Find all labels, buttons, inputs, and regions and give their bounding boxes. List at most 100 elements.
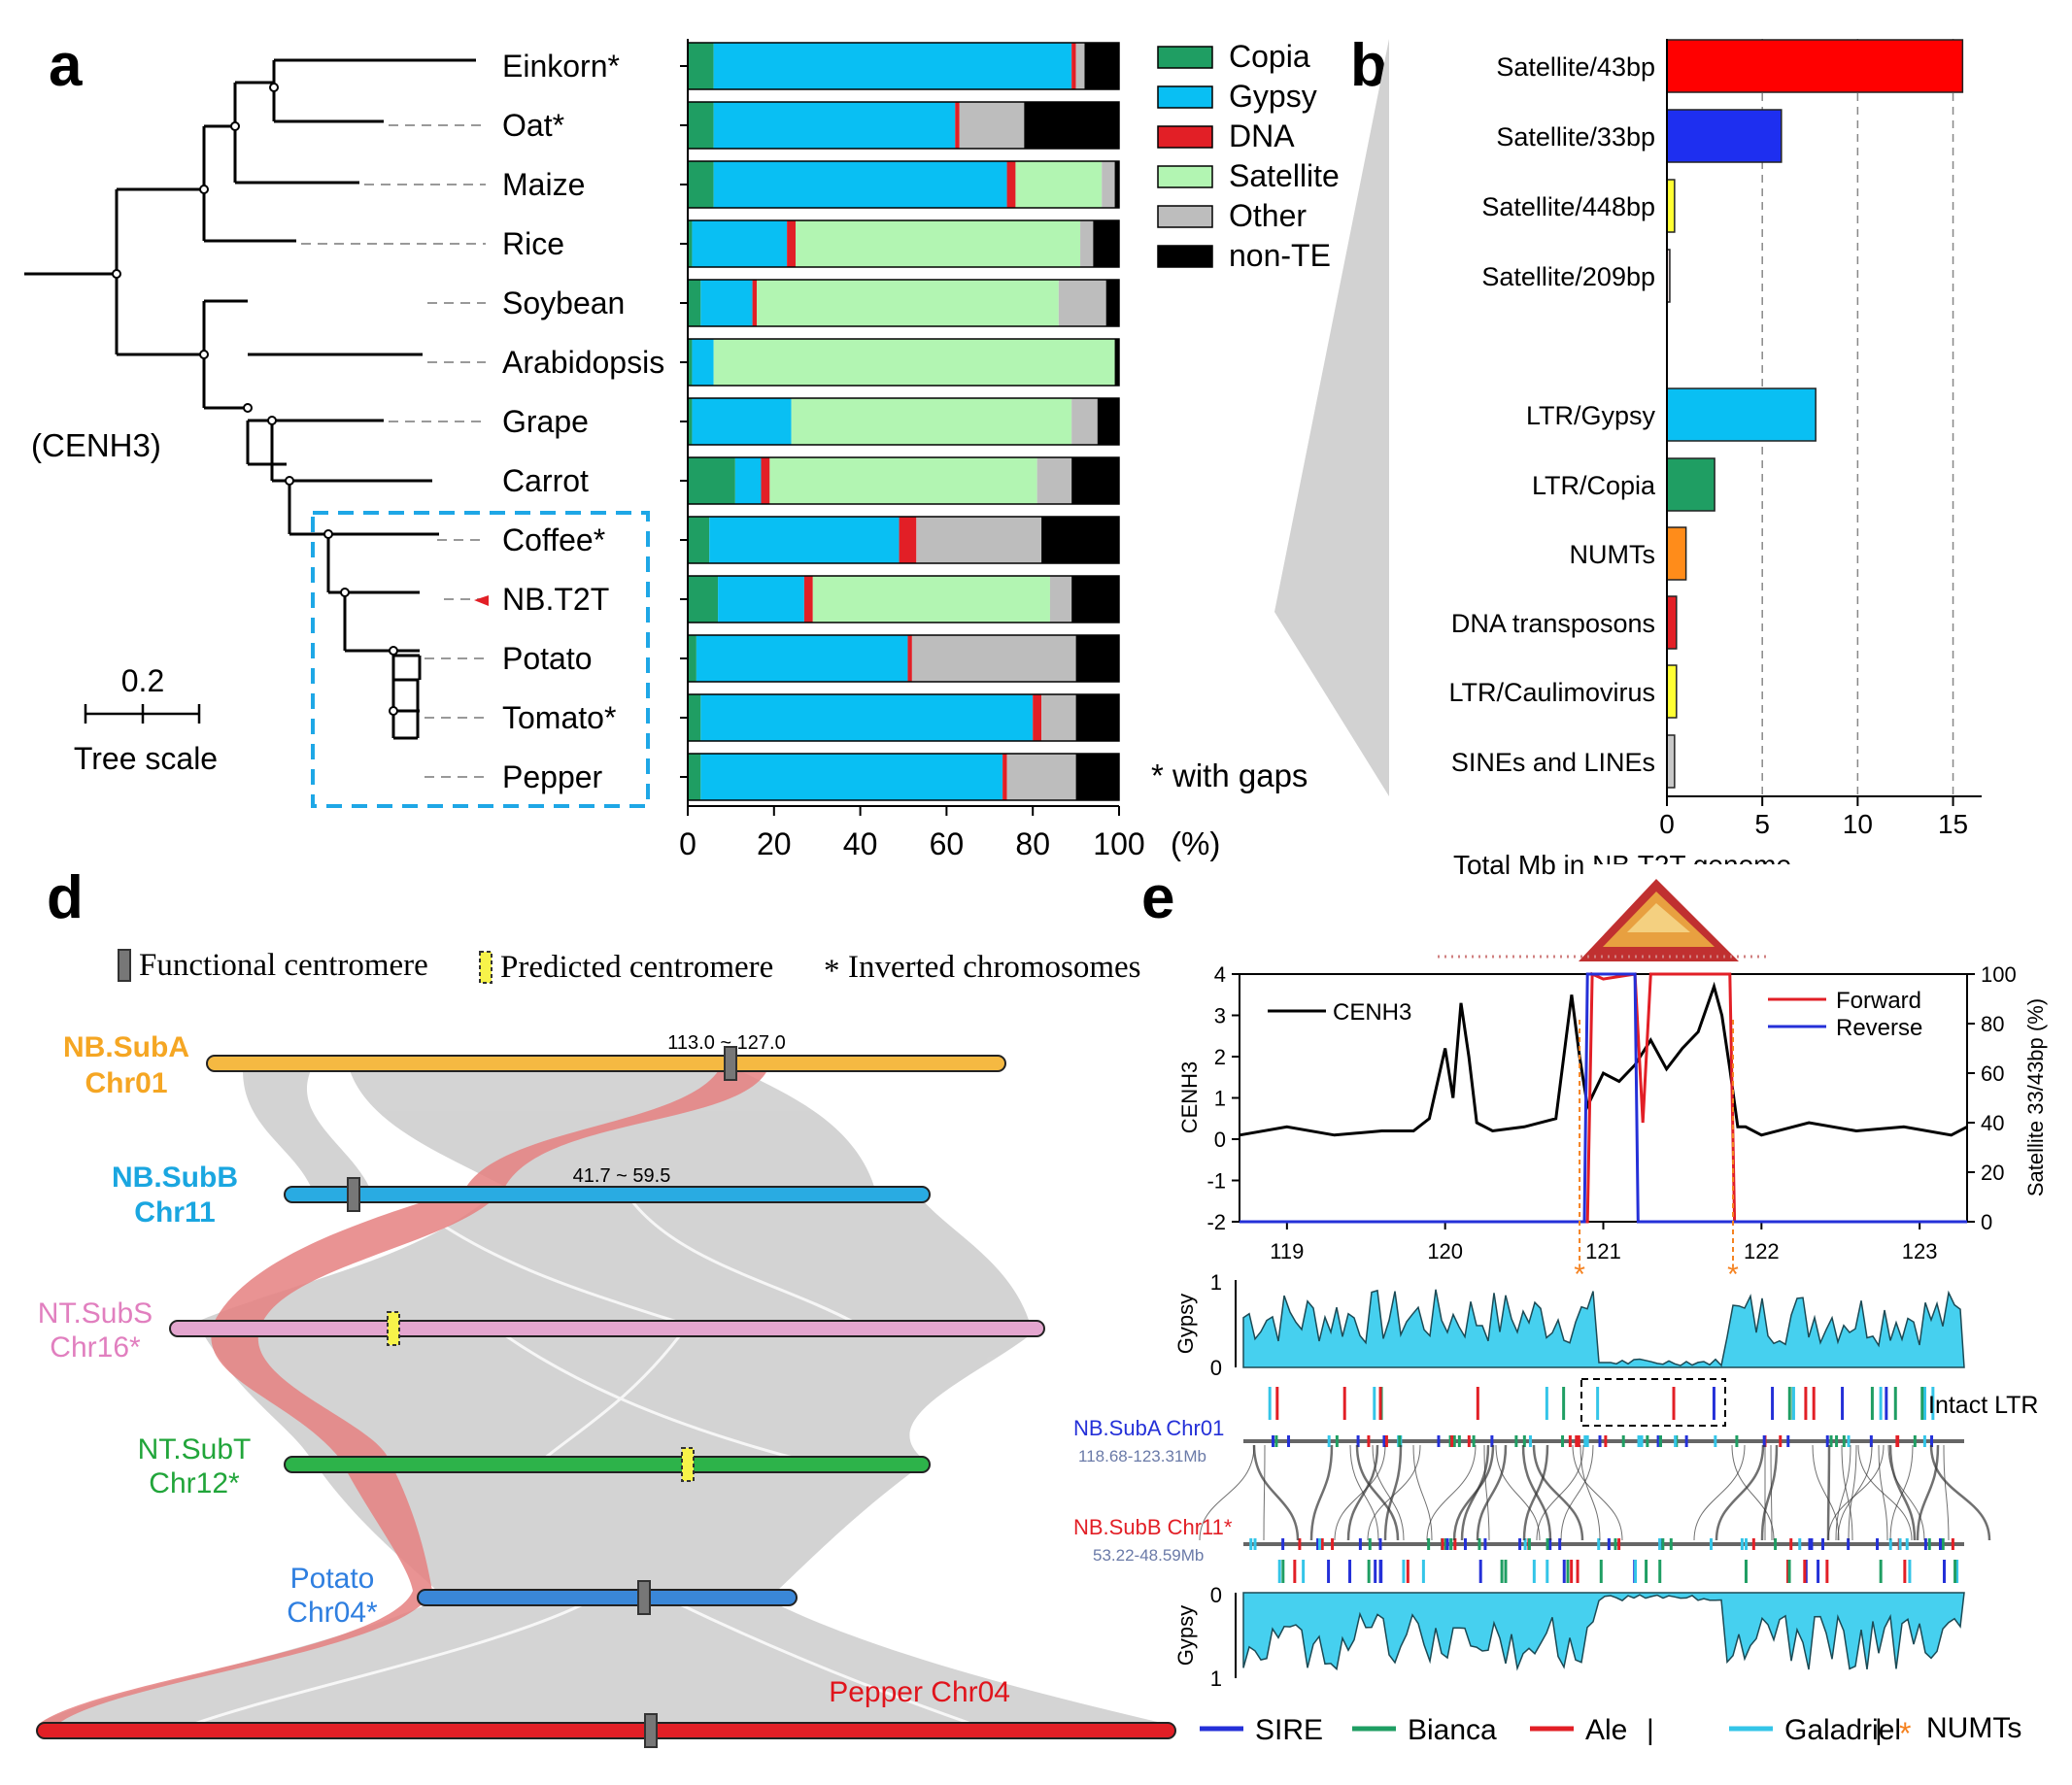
- species-label: Grape: [502, 404, 589, 439]
- stacked-bar-segment: [761, 457, 770, 504]
- stacked-bar-segment: [1105, 280, 1119, 326]
- series-line: [1240, 971, 1967, 1224]
- legend-label-forward: Forward: [1836, 988, 1921, 1014]
- species-label: Rice: [502, 226, 564, 261]
- functional-centromere: [644, 1713, 658, 1748]
- chromosome-id: Chr01: [85, 1067, 167, 1099]
- category-label: Satellite/43bp: [1496, 52, 1655, 82]
- synteny-link: [1916, 1444, 1940, 1541]
- synteny-link: [1412, 1444, 1433, 1541]
- stacked-bar-segment: [1075, 635, 1119, 682]
- legend-swatch: [1157, 245, 1213, 268]
- y2-tick-label: 100: [1981, 962, 2017, 987]
- predicted-centromere: [387, 1311, 400, 1346]
- stacked-bar-segment: [1006, 754, 1076, 800]
- x-tick-label: 5: [1754, 809, 1770, 839]
- x-tick-label: 10: [1843, 809, 1873, 839]
- legend-label: Galadriel: [1784, 1714, 1901, 1746]
- stacked-bar-segment: [911, 635, 1076, 682]
- category-label: NUMTs: [1570, 540, 1656, 569]
- synteny-link: [1715, 1444, 1765, 1541]
- bar: [1666, 526, 1687, 581]
- synteny-link: [1521, 1444, 1552, 1541]
- stacked-bar-segment: [1084, 43, 1119, 89]
- stacked-bar-segment: [692, 220, 788, 267]
- chr11-centromere-range: 41.7 ~ 59.5: [573, 1165, 671, 1187]
- gypsy-tick-label: 1: [1210, 1667, 1222, 1691]
- synteny-link: [1579, 1444, 1601, 1541]
- stacked-bar-segment: [713, 43, 1072, 89]
- chromosome-id: Chr16*: [50, 1331, 141, 1364]
- synteny-link: [1888, 1444, 1917, 1541]
- gypsy-tick-label: 0: [1210, 1356, 1222, 1380]
- stacked-bar-segment: [769, 457, 1037, 504]
- legend-swatch: [1157, 125, 1213, 149]
- stacked-bar-segment: [1041, 517, 1119, 563]
- legend-swatch: [1157, 85, 1213, 109]
- synteny-link: [1383, 1444, 1403, 1541]
- gypsy-axis-label: Gypsy: [1173, 1294, 1198, 1354]
- synteny-link: [1372, 1444, 1405, 1541]
- synteny-link: [1532, 1444, 1584, 1541]
- nbt2t-marker-icon: [474, 595, 489, 606]
- synteny-link: [1848, 1444, 1857, 1541]
- stacked-bar-segment: [1075, 754, 1119, 800]
- bar: [1666, 664, 1678, 719]
- synteny-link: [1878, 1444, 1888, 1541]
- synteny-link: [1495, 1444, 1541, 1541]
- synteny-link: [1572, 1444, 1623, 1541]
- stacked-bar-segment: [1033, 694, 1042, 741]
- x-tick-label: 80: [1015, 826, 1050, 861]
- synteny-link: [1309, 1444, 1334, 1541]
- stacked-bar-segment: [1080, 220, 1094, 267]
- percent-unit-label: (%): [1171, 825, 1220, 861]
- synteny-link: [1367, 1444, 1421, 1541]
- stacked-bar-segment: [1071, 43, 1076, 89]
- legend-label: SIRE: [1255, 1714, 1323, 1746]
- x-tick-label: 0: [1659, 809, 1675, 839]
- stacked-bar-segment: [688, 102, 714, 149]
- stacked-bar-segment: [692, 398, 792, 445]
- xlabel-crop-mask: [1593, 864, 1982, 884]
- cenh3-tree-note: (CENH3): [31, 427, 161, 463]
- stacked-bar-segment: [688, 457, 735, 504]
- bar: [1666, 109, 1783, 163]
- synteny-link: [1841, 1444, 1853, 1541]
- stacked-bar-segment: [796, 220, 1081, 267]
- synteny-link: [1536, 1444, 1584, 1541]
- functional-centromere: [724, 1046, 737, 1081]
- category-label: Satellite/209bp: [1481, 262, 1655, 291]
- gypsy-tick-label: 0: [1210, 1583, 1222, 1607]
- category-label: Satellite/448bp: [1481, 192, 1655, 221]
- stacked-bar-segment: [812, 576, 1050, 623]
- stacked-bar-segment: [688, 339, 693, 386]
- functional-centromere: [347, 1177, 360, 1212]
- stacked-bar-segment: [696, 635, 908, 682]
- satellite-repeat-bar-chart: Satellite/43bpSatellite/33bpSatellite/44…: [1448, 39, 1982, 839]
- panel-e-track-labels: Intact LTR NB.SubA Chr01 118.68-123.31Mb…: [1073, 1392, 2038, 1565]
- species-labels: Einkorn*Oat*MaizeRiceSoybeanArabidopsisG…: [502, 49, 664, 794]
- stacked-bar-segment: [688, 161, 714, 208]
- stacked-bar-segment: [1015, 161, 1103, 208]
- legend-functional-centromere: Functional centromere: [139, 948, 428, 983]
- stacked-bar-segment: [713, 102, 956, 149]
- synteny-link: [1770, 1444, 1773, 1541]
- synteny-ribbons: [39, 1070, 1166, 1726]
- category-label: LTR/Copia: [1532, 471, 1656, 500]
- chromosome-bar: [417, 1589, 798, 1606]
- stacked-bar-segment: [1093, 220, 1119, 267]
- synteny-link: [1560, 1444, 1594, 1541]
- gypsy-axis-label: Gypsy: [1173, 1605, 1198, 1666]
- category-label: SINEs and LINEs: [1451, 748, 1655, 777]
- stacked-bar-segment: [1049, 576, 1072, 623]
- stacked-bar-segment: [688, 280, 701, 326]
- species-label: Oat*: [502, 108, 564, 143]
- x-tick-label: 100: [1093, 826, 1144, 861]
- track-a-name: NB.SubA Chr01: [1073, 1416, 1224, 1440]
